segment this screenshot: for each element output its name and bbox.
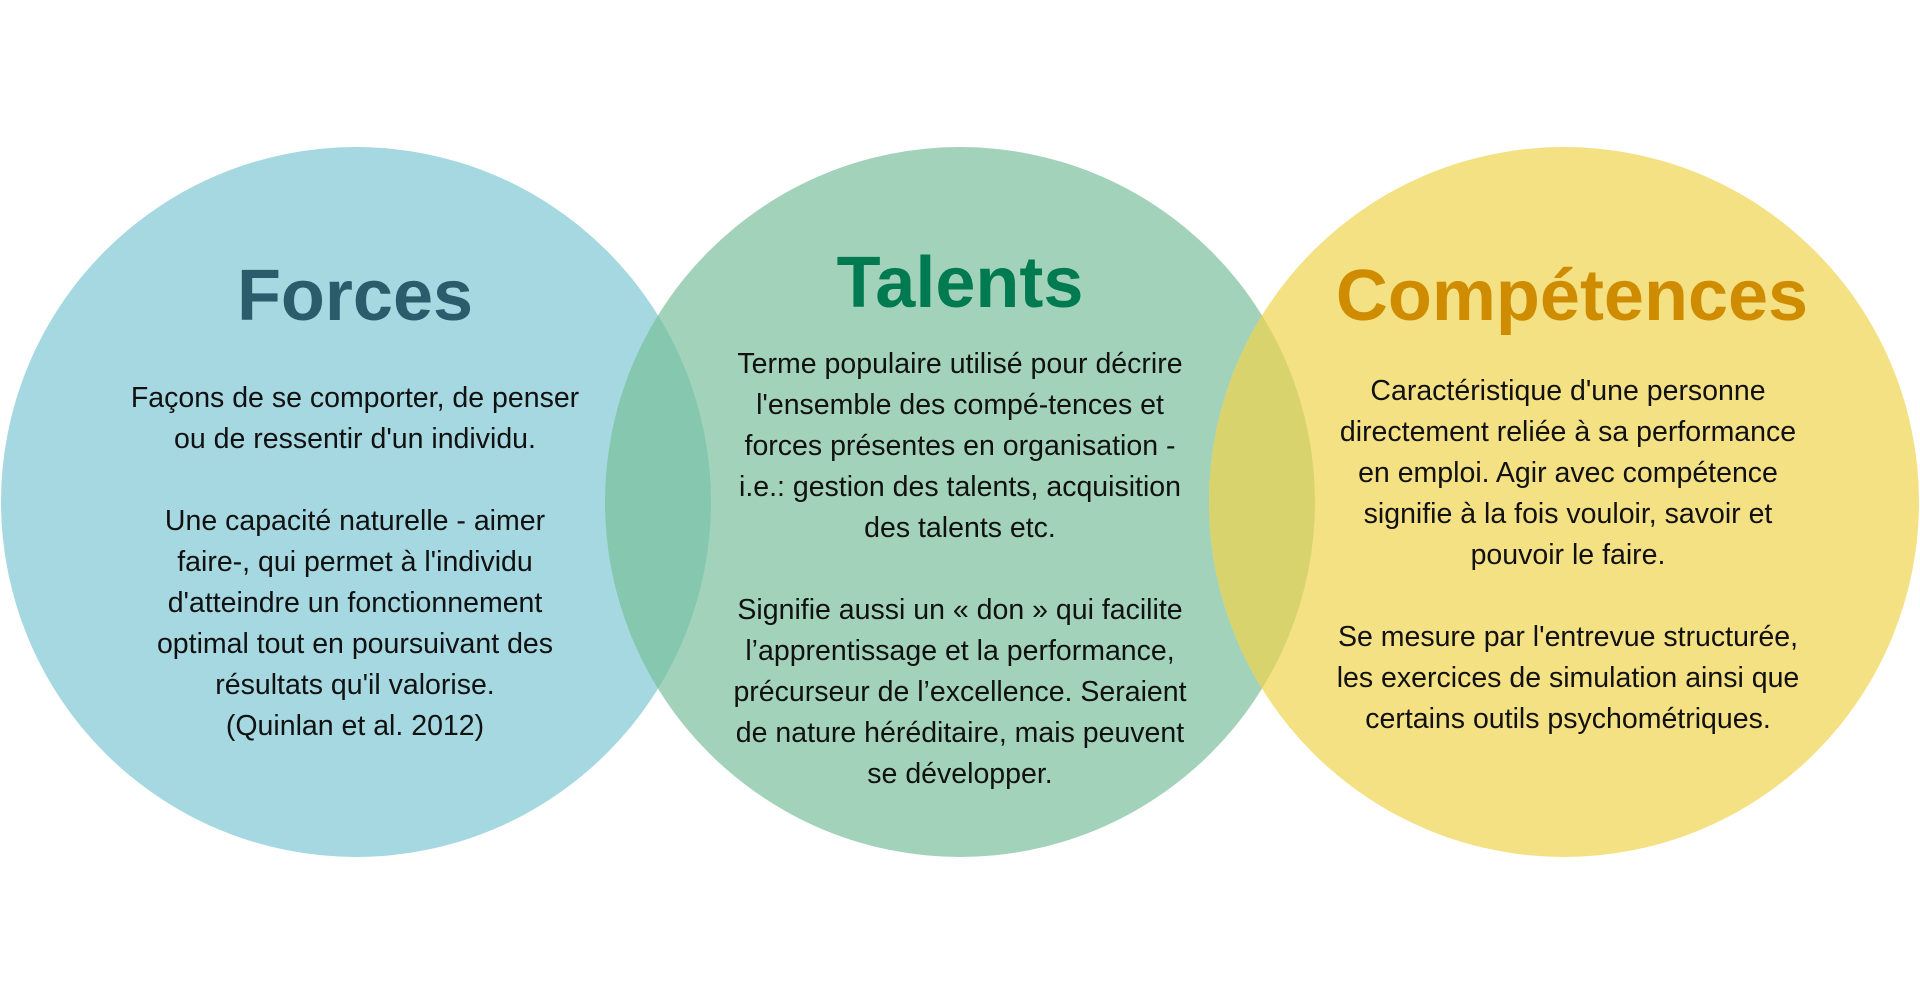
talents-circle (605, 147, 1315, 857)
text-line: les exercices de simulation ainsi que (1336, 662, 1800, 694)
forces-title: Forces (236, 256, 474, 336)
citation: (Quinlan et al. 2012) (225, 710, 485, 742)
text-line: se développer. (867, 758, 1053, 790)
competences-circle (1209, 147, 1919, 857)
text-line: i.e.: gestion des talents, acquisition (738, 471, 1182, 503)
forces-circle (1, 147, 711, 857)
competences-paragraph-1: Caractéristique d'une personne directeme… (1337, 371, 1800, 576)
competences-description: Caractéristique d'une personne directeme… (1337, 371, 1800, 740)
forces-paragraph-1: Façons de se comporter, de penser ou de … (131, 378, 579, 460)
text-line: des talents etc. (864, 512, 1056, 544)
forces-description: Façons de se comporter, de penser ou de … (131, 378, 579, 747)
text-line: Façons de se comporter, de penser (130, 382, 580, 414)
text-line: Une capacité naturelle - aimer (164, 505, 546, 537)
text-line: faire-, qui permet à l'individu (177, 546, 533, 578)
text-line: directement reliée à sa performance (1339, 416, 1797, 448)
text-line: l’apprentissage et la performance, (745, 635, 1175, 667)
text-line: optimal tout en poursuivant des (156, 628, 554, 660)
text-line: Se mesure par l'entrevue structurée, (1337, 621, 1799, 653)
talents-description: Terme populaire utilisé pour décrire l'e… (733, 344, 1186, 795)
text-line: certains outils psychométriques. (1365, 703, 1771, 735)
competences-paragraph-2: Se mesure par l'entrevue structurée, les… (1337, 617, 1800, 740)
text-line: l'ensemble des compé-tences et (756, 389, 1164, 421)
text-line: signifie à la fois vouloir, savoir et (1363, 498, 1773, 530)
competences-title: Compétences (1335, 256, 1809, 336)
text-line: Caractéristique d'une personne (1370, 375, 1766, 407)
forces-paragraph-2: Une capacité naturelle - aimer faire-, q… (131, 501, 579, 747)
text-line: d'atteindre un fonctionnement (167, 587, 543, 619)
text-line: Terme populaire utilisé pour décrire (737, 348, 1183, 380)
talents-paragraph-1: Terme populaire utilisé pour décrire l'e… (733, 344, 1186, 549)
text-line: pouvoir le faire. (1470, 539, 1666, 571)
talents-title: Talents (836, 243, 1084, 323)
text-line: Signifie aussi un « don » qui facilite (737, 594, 1183, 626)
text-line: résultats qu'il valorise. (215, 669, 495, 701)
talents-paragraph-2: Signifie aussi un « don » qui facilite l… (733, 590, 1186, 795)
text-line: forces présentes en organisation - (744, 430, 1176, 462)
text-line: ou de ressentir d'un individu. (174, 423, 536, 455)
text-line: précurseur de l’excellence. Seraient (733, 676, 1187, 708)
text-line: de nature héréditaire, mais peuvent (735, 717, 1185, 749)
text-line: en emploi. Agir avec compétence (1358, 457, 1778, 489)
